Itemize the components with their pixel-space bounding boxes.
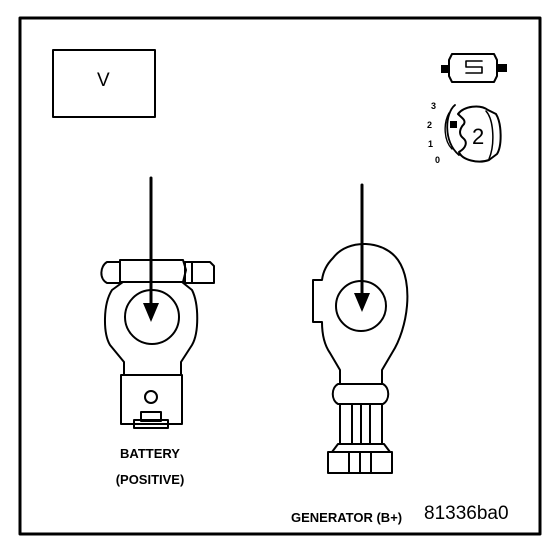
dial-position-0: 0 — [435, 155, 441, 165]
figure-id: 81336ba0 — [424, 503, 509, 524]
selector-dial-icon — [444, 104, 502, 163]
dial-position-3: 3 — [431, 101, 437, 111]
battery-probe-arrow — [143, 176, 159, 322]
dial-position-2: 2 — [427, 120, 433, 130]
battery-terminal — [100, 259, 215, 429]
generator-terminal — [312, 243, 409, 474]
generator-label: GENERATOR (B+) — [291, 510, 403, 525]
connector-icon — [441, 53, 507, 83]
battery-label: BATTERY — [120, 446, 180, 461]
dial-selected-range: 2 — [472, 124, 485, 149]
generator-probe-arrow — [354, 183, 370, 312]
outer-frame — [18, 16, 542, 536]
voltmeter-symbol: V — [97, 70, 110, 91]
voltmeter-box — [52, 49, 156, 118]
battery-positive-label: (POSITIVE) — [115, 472, 185, 487]
dial-position-1: 1 — [428, 139, 434, 149]
